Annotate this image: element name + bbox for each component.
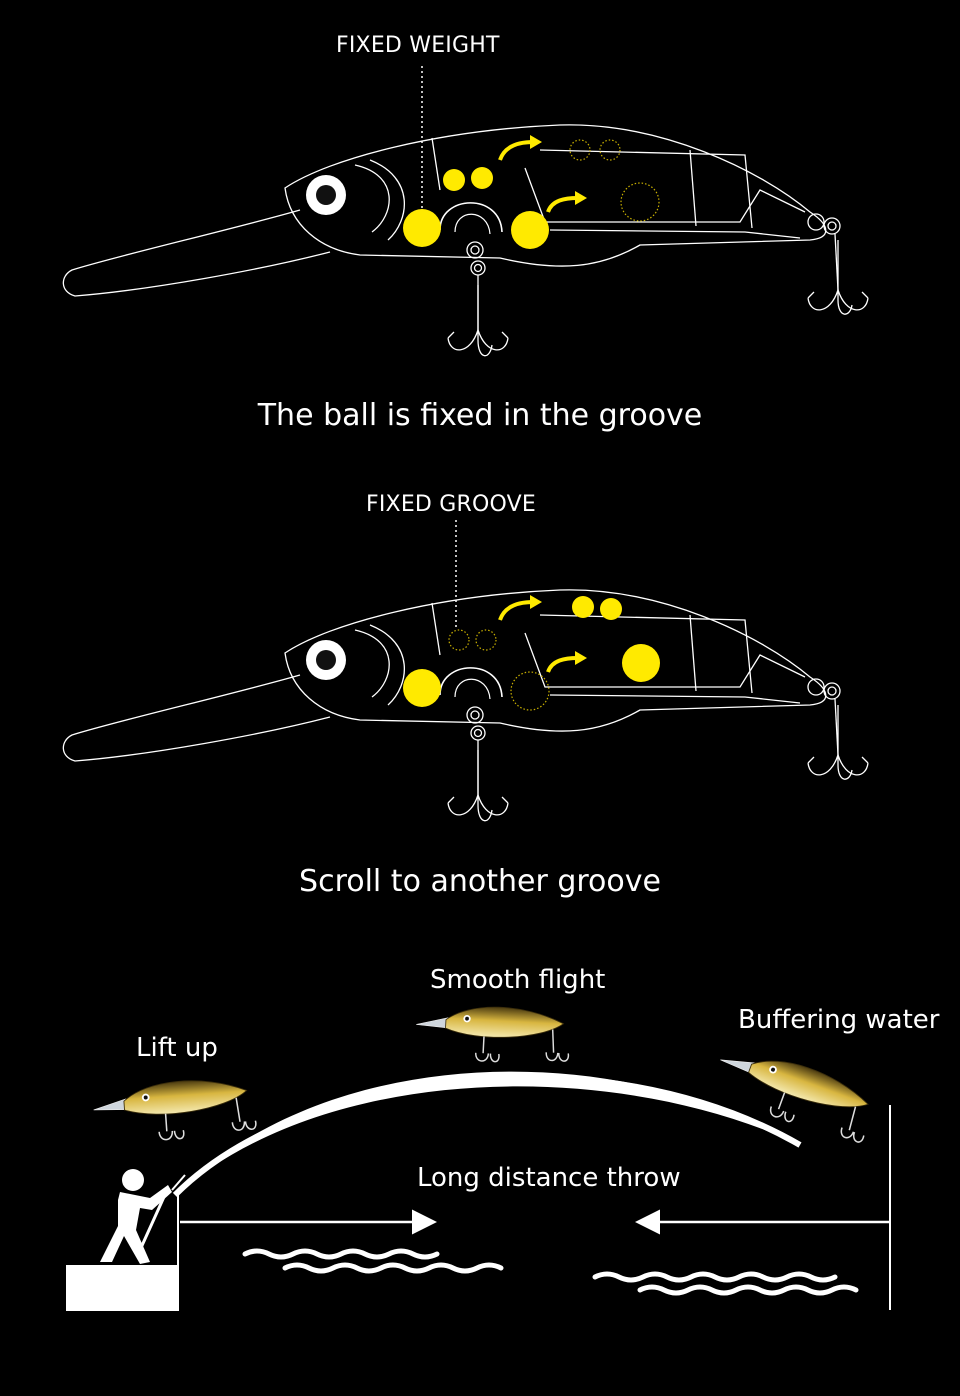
empty-groove-slot [475, 629, 497, 651]
empty-groove-slot [448, 629, 470, 651]
weight-ball-small [471, 167, 493, 189]
lure-outline-top [62, 124, 869, 357]
arrow-right-icon [546, 196, 579, 213]
angler-icon [100, 1169, 186, 1264]
weight-ball-large [511, 211, 549, 249]
shore-platform [66, 1265, 179, 1311]
empty-groove-slot [569, 139, 591, 161]
flight-arc [175, 1071, 800, 1195]
water-waves-right [592, 1271, 859, 1296]
weight-ball-large [622, 644, 660, 682]
weight-ball-small [443, 169, 465, 191]
lure-diagram-fixed-groove [62, 520, 869, 822]
empty-groove-slot [599, 139, 621, 161]
empty-groove-slot [620, 182, 660, 222]
arrow-right-icon [498, 600, 535, 621]
arrow-right-icon [498, 140, 535, 161]
label-long-distance-throw: Long distance throw [417, 1163, 681, 1193]
lure-photo-flight [413, 1002, 572, 1067]
lure-diagram-fixed-weight [62, 66, 869, 357]
weight-ball-small [600, 598, 622, 620]
stage-label-buffering-water: Buffering water [738, 1005, 940, 1035]
weight-ball-fixed [403, 209, 441, 247]
weight-ball-small [572, 596, 594, 618]
lure-photo-buffer [707, 1037, 881, 1149]
empty-groove-slot [510, 671, 550, 711]
weight-ball-fixed [403, 669, 441, 707]
arrow-right-icon [546, 656, 579, 673]
casting-diagram [66, 1002, 891, 1311]
callout-fixed-weight: FIXED WEIGHT [336, 33, 500, 58]
lure-outline-middle [62, 589, 869, 822]
stage-label-smooth-flight: Smooth flight [430, 965, 606, 995]
caption-scroll-groove: Scroll to another groove [299, 864, 661, 899]
water-waves-left [242, 1248, 504, 1274]
caption-fixed-in-groove: The ball is fixed in the groove [257, 398, 703, 433]
callout-fixed-groove: FIXED GROOVE [366, 492, 536, 517]
stage-label-lift-up: Lift up [136, 1033, 218, 1063]
lure-photo-lift [91, 1075, 258, 1146]
